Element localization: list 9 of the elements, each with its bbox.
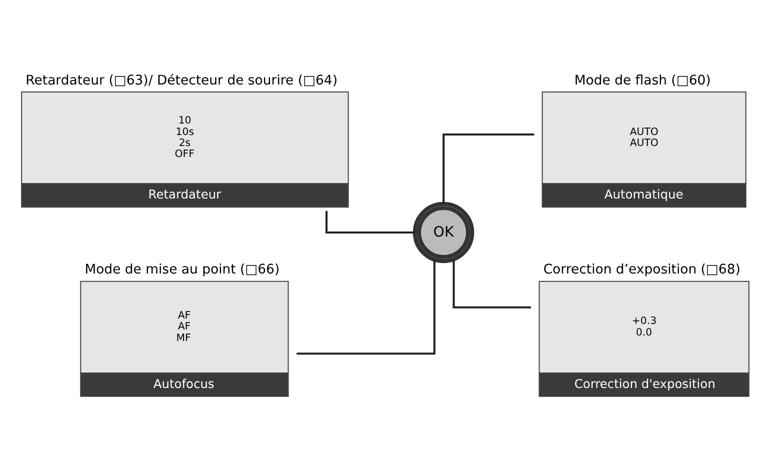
connector [326, 211, 415, 234]
connector [442, 134, 534, 204]
connector [452, 260, 531, 308]
node-label: Mode de mise au point (□66) [84, 262, 280, 278]
node-label: Correction d’exposition (□68) [543, 262, 740, 278]
node-circle: OK [412, 202, 474, 264]
node-label: Mode de flash (□60) [574, 73, 711, 88]
connector [296, 260, 436, 355]
node-label: Retardateur (□63)/ Détecteur de sourire (□64) [26, 73, 338, 88]
